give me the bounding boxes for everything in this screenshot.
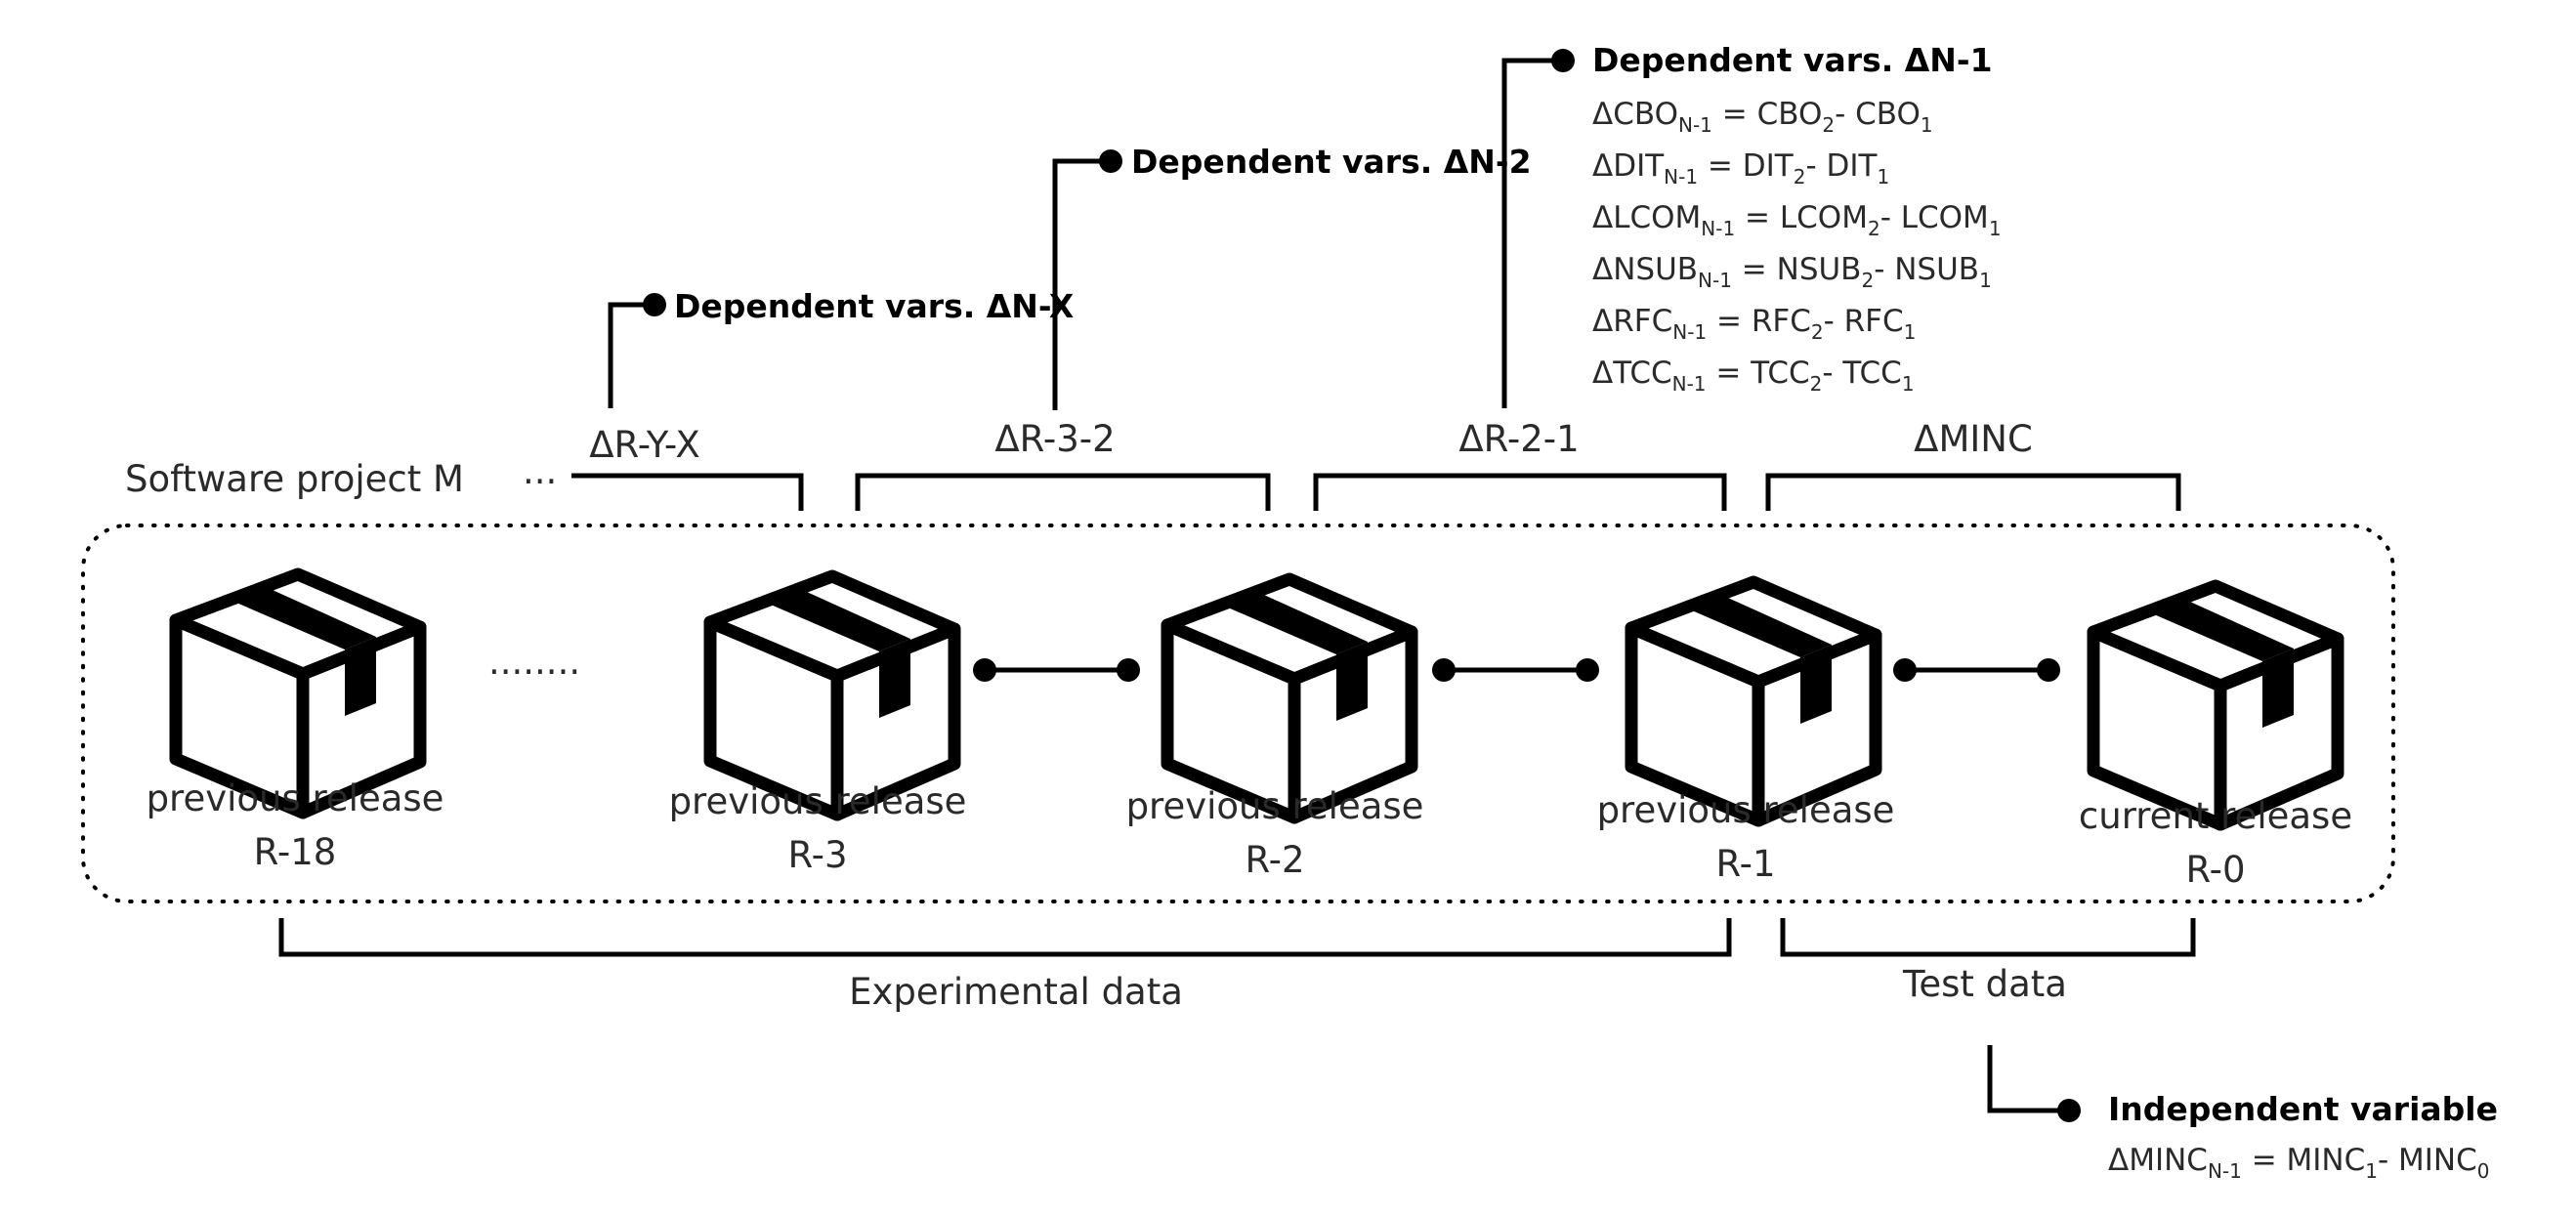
formula: ΔTCCN-1 = TCC2- TCC1 [1592,356,1915,396]
connector [973,658,1140,682]
connector [1893,658,2060,682]
independent-formula: ΔMINCN-1 = MINC1- MINC0 [2108,1143,2490,1183]
independent-leader [1987,1045,2081,1122]
delta-bracket [855,473,1271,511]
release-box-icon [710,576,954,815]
project-container [81,524,2395,903]
top-ellipsis: ... [523,450,557,492]
release-name: previous release [147,777,444,819]
test-bracket [1780,918,2196,957]
delta-label: ΔR-Y-X [589,424,700,466]
release-box-icon [2093,586,2338,824]
independent-title: Independent variable [2108,1090,2498,1128]
release-box-icon [1631,582,1876,820]
project-label: Software project M [125,458,464,500]
formula: ΔCBON-1 = CBO2- CBO1 [1592,97,1933,137]
release-id: R-18 [254,831,337,873]
formula-list: ΔCBON-1 = CBO2- CBO1 ΔDITN-1 = DIT2- DIT… [1592,97,2002,396]
formula: ΔNSUBN-1 = NSUB2- NSUB1 [1592,252,1992,292]
formula: ΔDITN-1 = DIT2- DIT1 [1592,148,1889,189]
release-name: previous release [1597,789,1895,831]
dependent-title: Dependent vars. ΔN-2 [1131,143,1532,181]
test-label: Test data [1902,963,2067,1005]
release-id: R-3 [787,834,847,876]
dependent-leader [608,293,666,408]
delta-label: ΔR-3-2 [994,418,1115,460]
release-name: previous release [1126,785,1424,827]
dependent-leader [1501,49,1575,408]
dependent-leader [1052,149,1122,410]
release-name: previous release [669,780,967,822]
dependent-title: Dependent vars. ΔN-1 [1592,41,1993,79]
delta-label: ΔMINC [1914,418,2033,460]
formula: ΔRFCN-1 = RFC2- RFC1 [1592,304,1916,344]
release-id: R-0 [2185,849,2245,891]
connector [1432,658,1599,682]
delta-bracket [1765,473,2181,511]
delta-bracket [1313,473,1727,511]
release-id: R-1 [1715,843,1775,885]
release-box-icon [1167,579,1412,818]
release-id: R-2 [1245,839,1304,881]
experimental-bracket [278,918,1732,957]
delta-bracket [571,473,804,511]
delta-label: ΔR-2-1 [1458,418,1579,460]
experimental-label: Experimental data [849,971,1183,1013]
dependent-title: Dependent vars. ΔN-X [674,287,1074,325]
box-ellipsis: ........ [488,641,580,683]
release-name: current release [2079,795,2352,837]
formula: ΔLCOMN-1 = LCOM2- LCOM1 [1592,200,2002,240]
